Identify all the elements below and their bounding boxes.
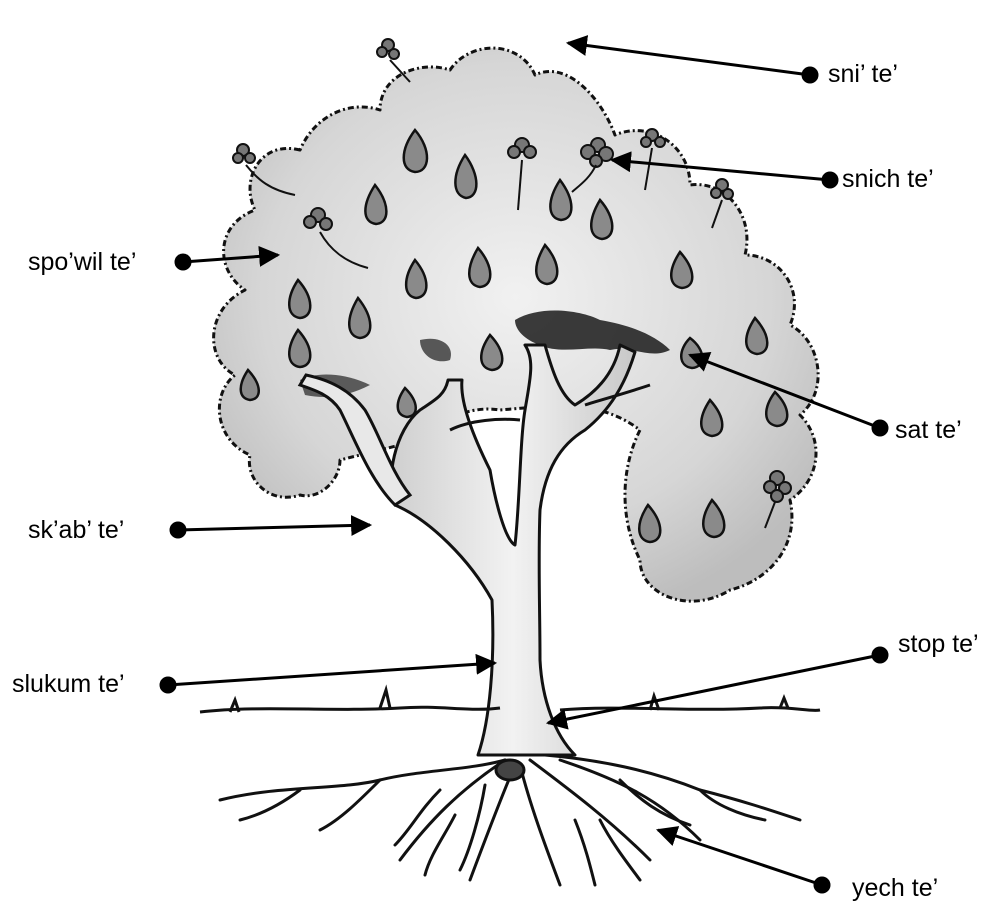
label-flower: snich te’	[842, 167, 934, 192]
flower	[377, 39, 410, 82]
base-arrow	[548, 648, 887, 723]
label-fruit: sat te’	[895, 418, 962, 443]
trunk-arrow	[161, 663, 495, 692]
label-crown: spo’wil te’	[28, 250, 136, 275]
label-base: stop te’	[898, 632, 979, 657]
roots-arrow	[658, 830, 829, 892]
label-roots: yech te’	[852, 876, 938, 901]
tree-roots	[220, 755, 800, 885]
branch-arrow	[171, 523, 370, 537]
label-trunk: slukum te’	[12, 672, 125, 697]
label-branch: sk’ab’ te’	[28, 518, 124, 543]
label-leaves: sni’ te’	[828, 62, 898, 87]
leaves-arrow	[568, 43, 817, 82]
